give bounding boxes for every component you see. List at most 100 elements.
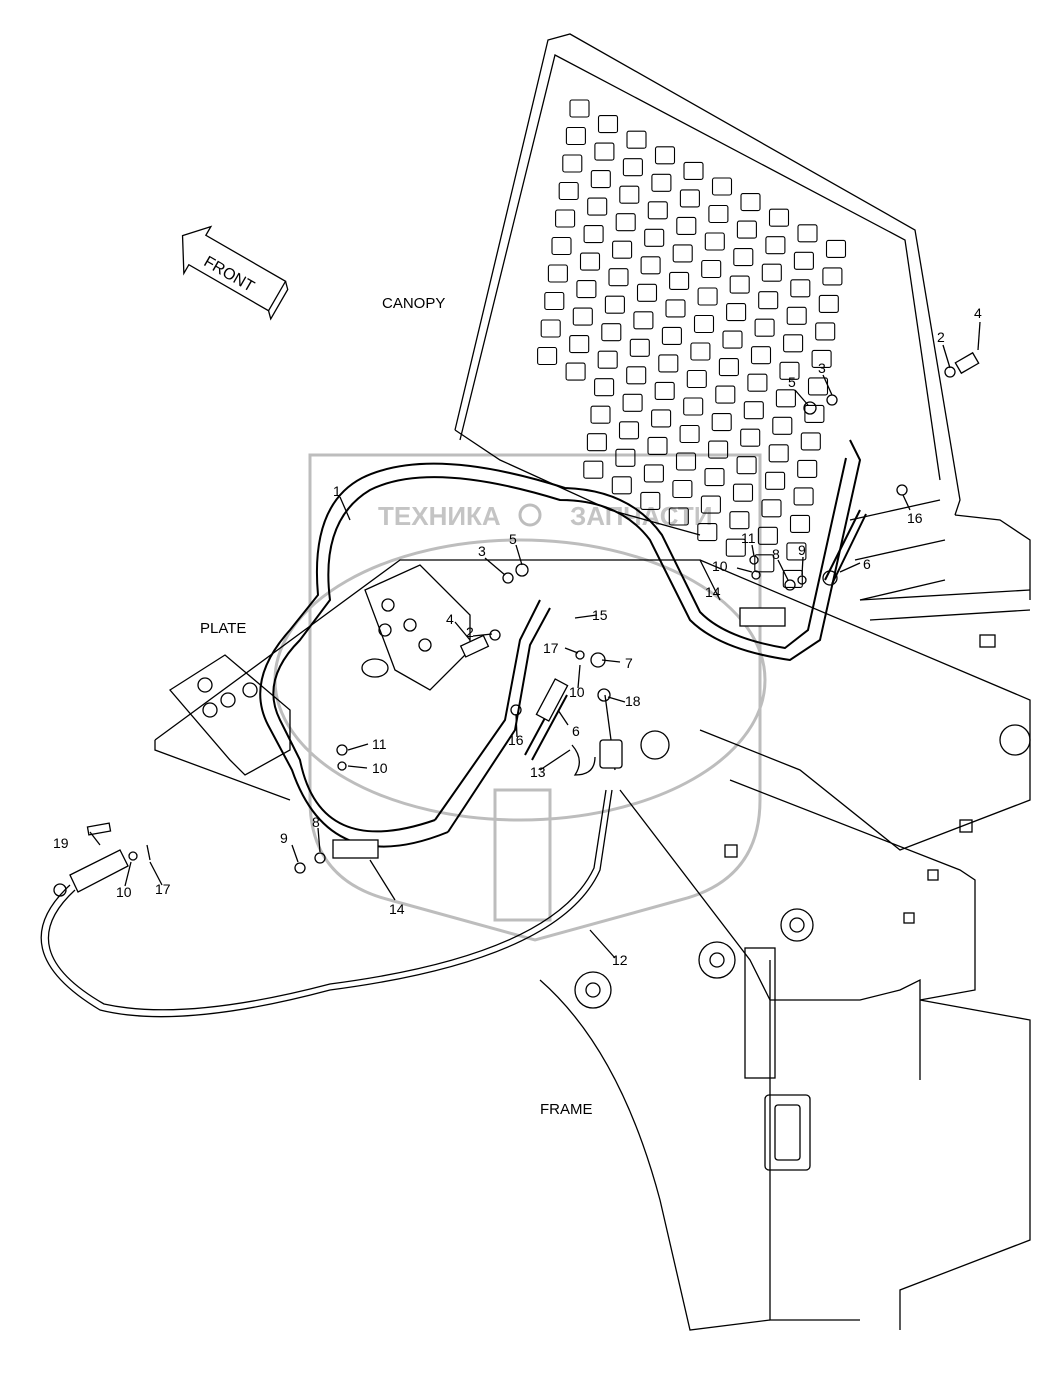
callout-9: 9: [280, 830, 288, 846]
grille-opening: [761, 499, 782, 518]
callout-3b: 3: [818, 360, 826, 376]
grille-opening: [537, 346, 558, 366]
grille-opening: [725, 538, 746, 557]
grille-opening: [587, 197, 608, 216]
bracket-right: [739, 607, 786, 627]
grille-opening: [793, 251, 814, 270]
grille-opening: [676, 216, 697, 235]
callout-18: 18: [625, 693, 641, 709]
grille-opening: [750, 346, 772, 365]
grille-opening: [555, 209, 576, 228]
grille-opening: [565, 126, 586, 146]
grille-opening: [551, 236, 572, 256]
grille-opening: [647, 436, 668, 455]
grille-opening: [708, 440, 729, 459]
grille-opening: [804, 404, 825, 423]
grille-opening: [594, 142, 615, 161]
grille-opening: [633, 311, 654, 330]
canopy-label: CANOPY: [382, 295, 445, 312]
grille-opening: [679, 424, 700, 444]
grille-opening: [818, 294, 839, 313]
grille-opening: [807, 377, 829, 396]
grille-opening: [622, 158, 643, 177]
front-arrow: FRONT: [181, 225, 289, 321]
grille-opening: [672, 479, 693, 499]
grille-opening: [683, 397, 704, 416]
grille-opening: [786, 306, 807, 325]
grille-opening: [768, 444, 789, 463]
grille-opening: [601, 323, 622, 342]
grille-opening: [733, 248, 754, 267]
grille-opening: [765, 236, 786, 255]
frame-label: FRAME: [540, 1101, 593, 1118]
grille-opening: [611, 476, 632, 495]
grille-opening: [619, 185, 640, 204]
grille-opening: [683, 161, 704, 180]
grille-opening: [736, 456, 757, 475]
grille-opening: [665, 299, 686, 318]
grille-opening: [604, 295, 625, 314]
callout-5b: 5: [788, 374, 796, 390]
grille-opening: [775, 389, 796, 408]
grille-opening: [779, 361, 800, 380]
grille-opening: [797, 224, 818, 243]
grille-opening: [579, 252, 601, 271]
grille-opening: [729, 275, 750, 294]
grille-opening: [704, 468, 725, 487]
grille-opening: [822, 267, 843, 286]
grille-opening: [594, 378, 615, 397]
grille-opening: [793, 487, 814, 506]
grille-opening: [758, 291, 779, 310]
grille-opening: [729, 511, 750, 530]
callout-4b: 4: [974, 305, 982, 321]
grille-opening: [732, 483, 754, 502]
fasteners: [86, 351, 980, 874]
callout-17: 17: [543, 640, 559, 656]
plate-label: PLATE: [200, 620, 246, 637]
grille-opening: [547, 264, 568, 283]
grille-opening: [740, 193, 761, 212]
grille-opening: [558, 181, 579, 201]
grille-opening: [654, 381, 675, 400]
grille-opening: [636, 283, 658, 302]
canopy-grille: [537, 99, 847, 588]
callout-1: 1: [333, 483, 341, 499]
grille-opening: [704, 232, 725, 251]
grille-opening: [615, 448, 636, 467]
grille-opening: [772, 416, 793, 435]
grille-opening: [718, 358, 739, 377]
grille-opening: [569, 99, 590, 118]
callout-9b: 9: [798, 542, 806, 558]
grille-opening: [708, 204, 729, 224]
grille-opening: [765, 471, 786, 490]
grille-opening: [669, 271, 690, 290]
grille-opening: [797, 459, 818, 478]
grille-opening: [711, 413, 732, 432]
grille-opening: [800, 432, 821, 451]
grille-opening: [597, 350, 618, 369]
grille-opening: [722, 330, 743, 349]
callout-13: 13: [530, 764, 546, 780]
grille-opening: [644, 228, 665, 247]
grille-opening: [700, 495, 721, 514]
callout-3: 3: [478, 543, 486, 559]
callout-6b: 6: [863, 556, 871, 572]
grille-opening: [608, 268, 629, 287]
gas-spring-right: [822, 509, 867, 586]
callout-14b: 14: [705, 584, 721, 600]
callout-10b: 10: [712, 558, 728, 574]
grille-opening: [643, 464, 664, 483]
grille-opening: [540, 319, 561, 338]
grille-opening: [544, 291, 565, 311]
callout-10c: 10: [116, 884, 132, 900]
grille-opening: [615, 213, 636, 232]
grille-opening: [786, 542, 807, 561]
grille-opening: [597, 115, 619, 134]
grille-opening: [789, 514, 811, 533]
grille-opening: [572, 307, 593, 326]
grille-opening: [576, 280, 597, 299]
callout-2: 2: [466, 624, 474, 640]
grille-opening: [640, 256, 661, 275]
grille-opening: [693, 314, 715, 334]
